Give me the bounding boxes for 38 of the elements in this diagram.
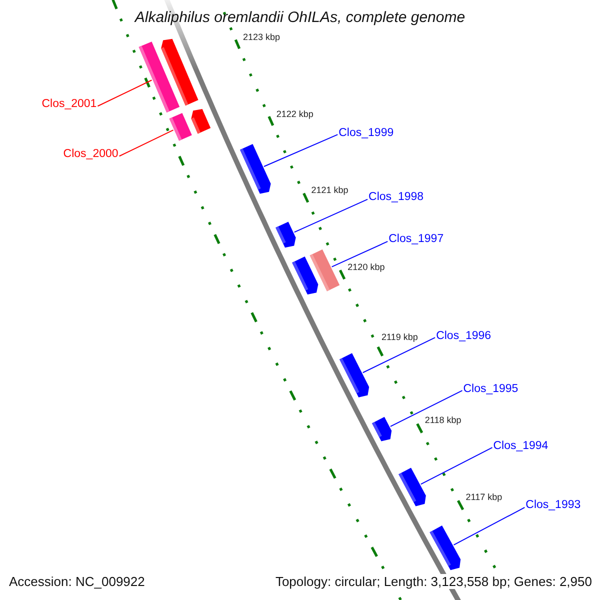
- gene-label: Clos_1997: [388, 233, 444, 246]
- leader-line: [453, 506, 526, 546]
- scale-label: 2122 kbp: [276, 108, 314, 119]
- scale-label: 2123 kbp: [243, 32, 280, 42]
- gene-label: Clos_1999: [338, 126, 394, 139]
- leader-line: [420, 447, 493, 485]
- gene-feature: [240, 144, 271, 194]
- leader-line: [390, 390, 463, 427]
- accession-text: Accession: NC_009922: [9, 574, 145, 589]
- leader-line: [331, 240, 388, 268]
- scale-label: 2119 kbp: [382, 332, 418, 342]
- gene-label: Clos_1995: [463, 382, 518, 395]
- genome-summary: Topology: circular; Length: 3,123,558 bp; Genes: 2,950: [275, 574, 592, 589]
- leader-line: [263, 134, 338, 167]
- gene-block: [138, 42, 180, 112]
- leader-line: [97, 80, 152, 107]
- gene-label: Clos_1998: [368, 191, 424, 204]
- title: Alkaliphilus oremlandii OhILAs, complete genome: [133, 9, 466, 26]
- gene-feature: [292, 256, 318, 294]
- scale-label: 2117 kbp: [466, 492, 502, 502]
- scale-label: 2118 kbp: [424, 415, 462, 426]
- scale-label: 2120 kbp: [348, 262, 385, 272]
- gene-feature: [372, 416, 392, 442]
- gene-feature: [398, 468, 426, 506]
- scale-label: 2121 kbp: [311, 185, 348, 196]
- gene-feature: [191, 109, 211, 134]
- gene-label: Clos_1994: [493, 440, 548, 452]
- gene-label: Clos_2001: [42, 98, 97, 110]
- gene-label: Clos_1993: [526, 499, 581, 512]
- gene-block: [169, 113, 192, 141]
- gene-label: Clos_2000: [63, 148, 118, 160]
- gene-feature: [340, 353, 370, 398]
- leader-line: [294, 198, 368, 233]
- gene-feature: [276, 222, 296, 248]
- gene-feature: [430, 526, 461, 570]
- gene-label: Clos_1996: [436, 330, 492, 342]
- leader-line: [362, 337, 436, 374]
- leader-line: [118, 130, 174, 157]
